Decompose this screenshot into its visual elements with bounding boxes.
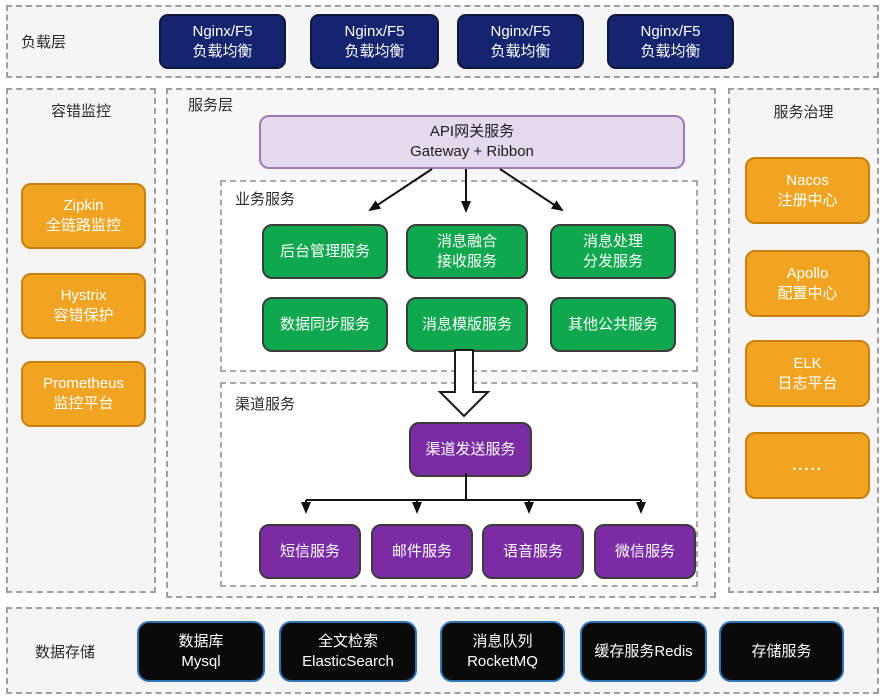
node-line2: 负载均衡	[344, 42, 405, 60]
hystrix-node: Hystrix 容错保护	[21, 273, 146, 339]
gateway-line1: API网关服务	[429, 123, 515, 140]
node-line2: 监控平台	[53, 395, 114, 412]
channel-services-subsection: 渠道服务 渠道发送服务 短信服务 邮件服务 语音服务 微信服务	[220, 382, 698, 587]
rocketmq-node: 消息队列 RocketMQ	[440, 621, 565, 682]
node-line1: 后台管理服务	[279, 242, 370, 260]
wechat-service-node: 微信服务	[594, 524, 696, 579]
business-services-label: 业务服务	[235, 191, 296, 208]
node-line2: 注册中心	[777, 191, 838, 209]
node-line1: 存储服务	[751, 642, 812, 660]
node-line1: Hystrix	[60, 287, 107, 304]
node-line2: 配置中心	[777, 284, 838, 302]
node-line1: Zipkin	[63, 197, 104, 214]
message-process-dispatch-service-node: 消息处理 分发服务	[550, 224, 676, 279]
backend-admin-service-node: 后台管理服务	[262, 224, 388, 279]
node-line2: Mysql	[181, 652, 221, 670]
node-line2: 负载均衡	[640, 42, 701, 60]
node-line1: 消息模版服务	[421, 315, 512, 333]
message-template-service-node: 消息模版服务	[406, 297, 528, 352]
service-layer-label: 服务层	[188, 97, 234, 114]
node-line1: Nginx/F5	[344, 22, 405, 40]
service-governance-section: 服务治理 Nacos 注册中心 Apollo 配置中心 ELK 日志平台 ...…	[728, 88, 879, 593]
node-line1: 缓存服务Redis	[594, 642, 693, 660]
channel-services-label: 渠道服务	[235, 396, 296, 413]
node-line1: Nginx/F5	[192, 22, 253, 40]
node-line2: 接收服务	[436, 252, 497, 270]
node-line1: 消息处理	[582, 232, 643, 250]
node-line1: Apollo	[786, 264, 829, 282]
node-line1: 消息队列	[472, 632, 533, 650]
nginx-node-3: Nginx/F5 负载均衡	[457, 14, 584, 69]
service-governance-label: 服务治理	[773, 104, 834, 121]
channel-send-service-node: 渠道发送服务	[409, 422, 532, 477]
storage-service-node: 存储服务	[719, 621, 844, 682]
node-line2: RocketMQ	[467, 652, 538, 670]
more-services-node: .....	[745, 432, 870, 499]
mysql-node: 数据库 Mysql	[137, 621, 265, 682]
email-service-node: 邮件服务	[371, 524, 473, 579]
prometheus-node: Prometheus 监控平台	[21, 361, 146, 427]
node-line2: 全链路监控	[45, 217, 121, 234]
node-line1: Nginx/F5	[490, 22, 551, 40]
nginx-node-2: Nginx/F5 负载均衡	[310, 14, 439, 69]
data-sync-service-node: 数据同步服务	[262, 297, 388, 352]
gateway-line2: Gateway + Ribbon	[410, 143, 534, 160]
load-layer-section: 负载层 Nginx/F5 负载均衡 Nginx/F5 负载均衡 Nginx/F5…	[6, 5, 879, 78]
node-line1: 数据库	[178, 632, 224, 650]
message-fusion-receive-service-node: 消息融合 接收服务	[406, 224, 528, 279]
node-line1: 邮件服务	[391, 542, 452, 560]
node-line1: 短信服务	[279, 542, 340, 560]
data-storage-label: 数据存储	[35, 644, 96, 661]
node-line1: 微信服务	[614, 542, 675, 560]
node-line1: 其他公共服务	[567, 315, 658, 333]
node-line1: 全文检索	[317, 632, 378, 650]
node-line2: 日志平台	[777, 374, 838, 392]
data-storage-section: 数据存储 数据库 Mysql 全文检索 ElasticSearch 消息队列 R…	[6, 607, 879, 694]
node-line1: Nginx/F5	[640, 22, 701, 40]
nginx-node-4: Nginx/F5 负载均衡	[607, 14, 734, 69]
node-line1: Prometheus	[43, 375, 124, 392]
node-line1: 消息融合	[436, 232, 497, 250]
load-layer-label: 负载层	[21, 34, 67, 51]
node-line1: 渠道发送服务	[425, 440, 516, 458]
node-line2: 负载均衡	[192, 42, 253, 60]
nginx-node-1: Nginx/F5 负载均衡	[159, 14, 286, 69]
node-line2: ElasticSearch	[302, 652, 394, 670]
other-public-service-node: 其他公共服务	[550, 297, 676, 352]
api-gateway-node: API网关服务 Gateway + Ribbon	[259, 115, 685, 169]
node-line1: .....	[792, 456, 823, 474]
node-line2: 容错保护	[53, 307, 114, 324]
node-line1: Nacos	[786, 171, 829, 189]
zipkin-node: Zipkin 全链路监控	[21, 183, 146, 249]
fault-monitoring-section: 容错监控 Zipkin 全链路监控 Hystrix 容错保护 Prometheu…	[6, 88, 156, 593]
service-layer-section: 服务层 API网关服务 Gateway + Ribbon 业务服务 后台管理服务…	[166, 88, 716, 598]
node-line1: 数据同步服务	[279, 315, 370, 333]
node-line1: 语音服务	[502, 542, 563, 560]
elasticsearch-node: 全文检索 ElasticSearch	[279, 621, 417, 682]
redis-node: 缓存服务Redis	[580, 621, 707, 682]
sms-service-node: 短信服务	[259, 524, 361, 579]
elk-node: ELK 日志平台	[745, 340, 870, 407]
node-line2: 负载均衡	[490, 42, 551, 60]
voice-service-node: 语音服务	[482, 524, 584, 579]
fault-monitoring-label: 容错监控	[50, 103, 111, 120]
apollo-node: Apollo 配置中心	[745, 250, 870, 317]
business-services-subsection: 业务服务 后台管理服务 消息融合 接收服务 消息处理 分发服务 数据同步服务 消…	[220, 180, 698, 372]
node-line1: ELK	[793, 354, 822, 372]
node-line2: 分发服务	[582, 252, 643, 270]
nacos-node: Nacos 注册中心	[745, 157, 870, 224]
